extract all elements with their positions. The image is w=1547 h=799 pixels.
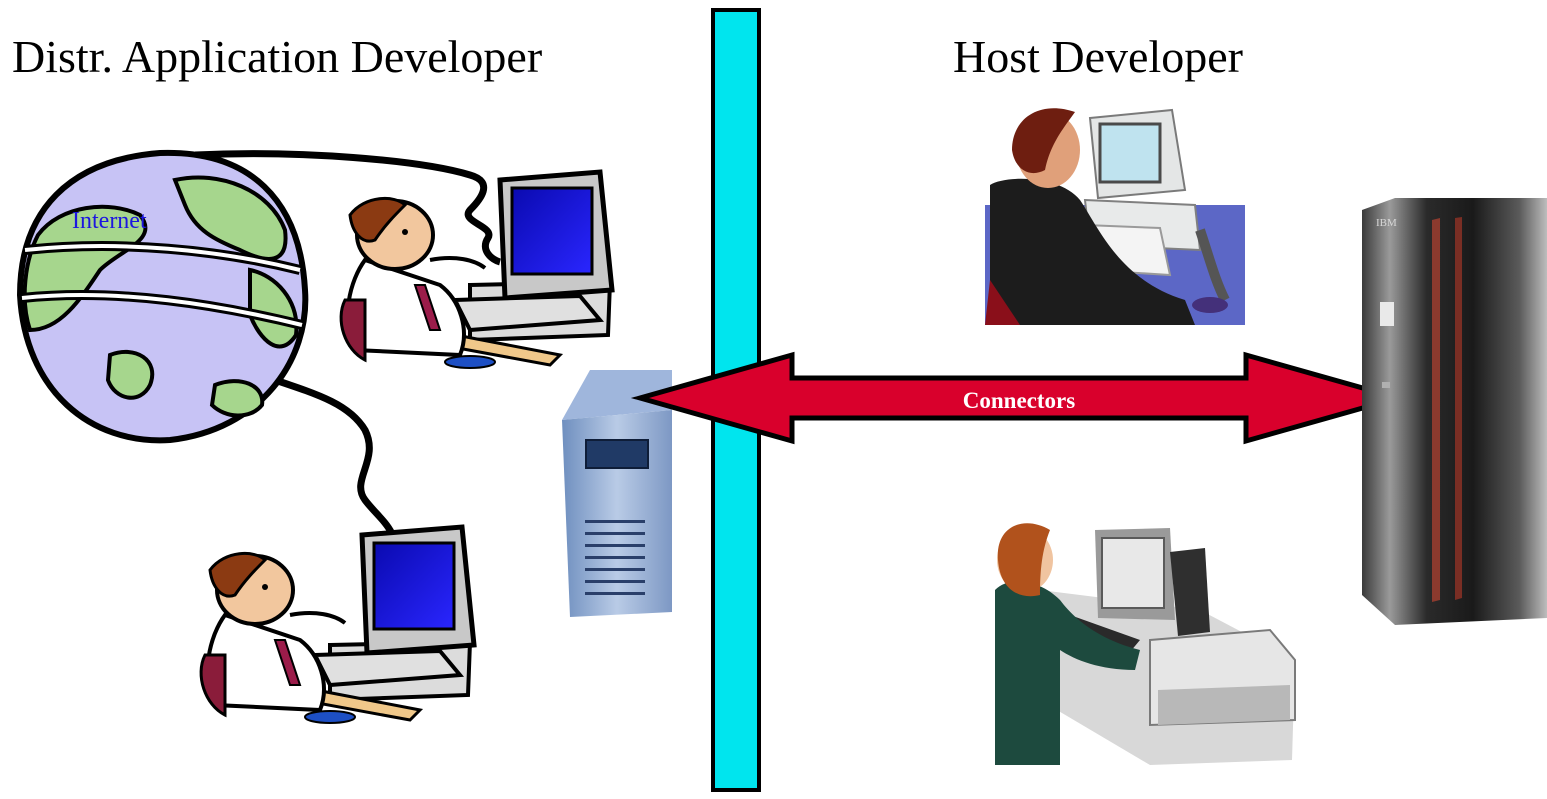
connectors-label: Connectors [963,388,1075,413]
network-cable-upper [194,150,502,266]
ibm-logo: IBM [1376,217,1397,229]
host-developer-woman [995,523,1296,765]
application-server-tower [562,370,672,617]
developer-workstation-lower [199,524,477,724]
host-developer-title: Host Developer [953,31,1243,82]
connectors-arrow: Connectors [630,351,1408,445]
distributed-developer-title: Distr. Application Developer [12,31,543,82]
internet-globe: Internet [16,149,309,444]
host-developer-man [985,108,1245,325]
internet-label: Internet [72,208,147,234]
ibm-mainframe: IBM [1362,198,1547,625]
developer-workstation-upper [339,169,615,369]
